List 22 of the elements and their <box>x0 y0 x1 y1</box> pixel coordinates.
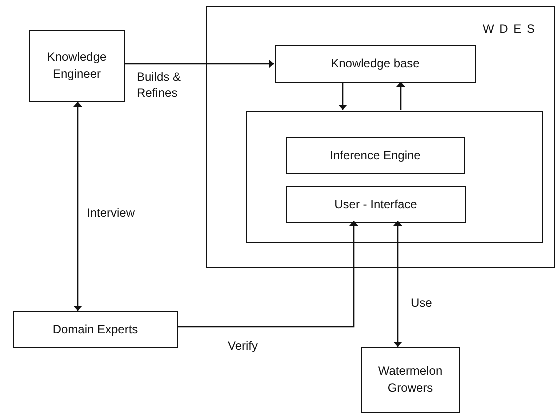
box-label: Knowledge base <box>330 56 421 72</box>
box-label: Watermelon Growers <box>377 363 444 397</box>
arrow <box>125 62 274 66</box>
arrow <box>340 82 346 110</box>
process-box <box>286 137 465 174</box>
arrow <box>398 82 404 110</box>
process-box <box>29 30 125 102</box>
box-label: Inference Engine <box>329 147 422 164</box>
box-label: Domain Experts <box>52 321 140 338</box>
arrow <box>178 221 356 328</box>
system-container <box>206 6 555 268</box>
arrow <box>76 102 80 311</box>
process-box <box>286 186 466 223</box>
process-box <box>13 311 178 348</box>
box-label: Knowledge Engineer <box>46 49 108 83</box>
edge-label: Verify <box>227 338 260 354</box>
system-title: W D E S <box>482 21 536 38</box>
process-box <box>361 347 460 413</box>
subsystem-container <box>246 111 543 243</box>
process-box <box>275 45 476 83</box>
arrow <box>396 221 400 347</box>
box-label: User - Interface <box>334 196 418 213</box>
